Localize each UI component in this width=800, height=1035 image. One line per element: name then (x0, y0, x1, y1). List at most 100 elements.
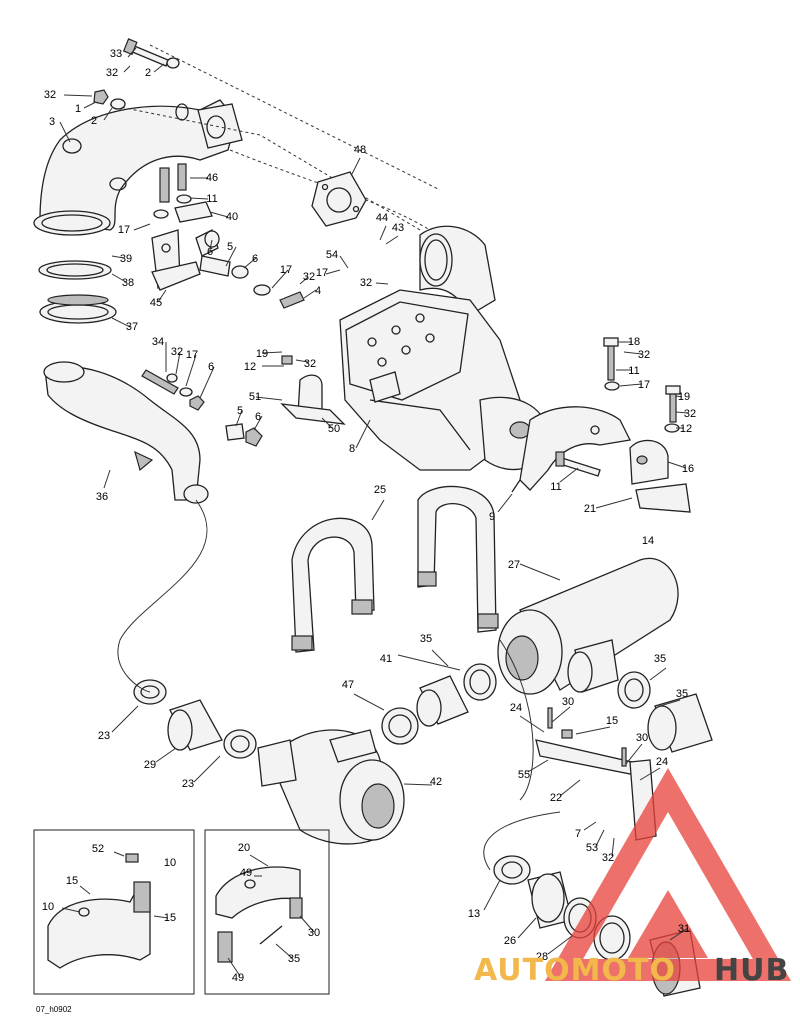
callout-label: 10 (42, 901, 54, 913)
callout-leader (61, 907, 81, 913)
callout-label: 11 (550, 481, 561, 493)
callout-label: 23 (98, 730, 110, 742)
gasket-48 (311, 171, 367, 227)
callout-leader (209, 211, 229, 218)
clamp-35b (381, 707, 419, 745)
clamp-23b (223, 729, 257, 759)
bolt-11 (555, 451, 601, 477)
callout-leader (519, 563, 561, 581)
mount-16 (629, 439, 691, 513)
watermark-text-accent: AUTOMOTO (474, 953, 676, 988)
callout-leader (649, 667, 667, 681)
callout-leader (103, 469, 111, 489)
clamp-35c (617, 671, 651, 709)
engine-mount-51 (280, 355, 346, 425)
callout-leader (371, 499, 385, 521)
callout-leader (111, 317, 131, 328)
exhaust-elbow (419, 225, 496, 316)
callout-label: 38 (122, 277, 134, 289)
watermark-text-hub: HUB (714, 953, 789, 988)
callout-leader (299, 276, 309, 285)
pipe-41 (416, 675, 469, 727)
callout-leader (355, 419, 371, 449)
callout-label: 32 (106, 67, 118, 79)
callout-label: 8 (349, 443, 355, 455)
callout-label: 32 (638, 349, 650, 361)
callout-leader (225, 246, 237, 267)
callout-leader (403, 783, 433, 786)
callout-label: 32 (684, 408, 696, 420)
callout-label: 31 (678, 923, 690, 935)
callout-label: 35 (288, 953, 300, 965)
callout-label: 15 (164, 912, 176, 924)
callout-label: 17 (638, 379, 650, 391)
callout-label: 29 (144, 759, 156, 771)
callout-label: 32 (602, 852, 614, 864)
exhaust-manifold (33, 99, 243, 236)
pipe-47 (647, 693, 713, 753)
callout-label: 6 (208, 361, 214, 373)
callout-leader (559, 467, 579, 483)
gasket-38 (38, 260, 112, 280)
callout-label: 35 (420, 633, 432, 645)
callout-label: 18 (628, 336, 640, 348)
callout-leader (63, 94, 93, 97)
callout-label: 11 (628, 365, 639, 377)
spacer-5-6 (195, 229, 305, 309)
engine-block (339, 289, 549, 471)
callout-leader (547, 935, 573, 955)
callout-label: 44 (376, 212, 388, 224)
callout-label: 19 (256, 348, 268, 360)
callout-label: 48 (354, 144, 366, 156)
callout-label: 34 (152, 336, 164, 348)
callout-leader (397, 654, 461, 671)
callout-label: 6 (252, 253, 258, 265)
callout-leader (517, 917, 537, 939)
bolt-19 (664, 385, 681, 433)
callout-label: 12 (680, 423, 692, 435)
callout-label: 51 (249, 391, 261, 403)
callout-leader (111, 273, 127, 283)
callout-label: 47 (342, 679, 354, 691)
callout-label: 21 (584, 503, 596, 515)
callout-leader (249, 854, 269, 867)
callout-label: 46 (206, 172, 218, 184)
callout-leader (659, 699, 681, 707)
callout-label: 19 (678, 391, 690, 403)
callout-label: 22 (550, 792, 562, 804)
callout-label: 24 (510, 702, 522, 714)
callout-label: 20 (238, 842, 250, 854)
callout-label: 17 (186, 349, 198, 361)
callout-leader (209, 239, 213, 251)
callout-leader (79, 885, 91, 895)
muffler-42 (257, 729, 405, 845)
callout-leader (375, 282, 389, 285)
callout-label: 52 (92, 843, 104, 855)
callout-label: 23 (182, 778, 194, 790)
callout-leader (133, 223, 151, 231)
callout-leader (351, 157, 361, 175)
tip-28 (593, 915, 631, 961)
callout-label: 37 (126, 321, 138, 333)
callout-label: 55 (518, 769, 530, 781)
callout-leader (59, 121, 71, 143)
callout-label: 9 (489, 511, 495, 523)
callout-label: 12 (244, 361, 256, 373)
clamp-35-lower (493, 855, 531, 885)
callout-leader (243, 257, 257, 269)
callout-label: 42 (430, 776, 442, 788)
muffler-27 (497, 557, 679, 695)
callout-leader (667, 461, 687, 469)
callout-label: 6 (255, 411, 261, 423)
callout-label: 32 (303, 271, 315, 283)
callout-label: 35 (676, 688, 688, 700)
callout-label: 28 (536, 951, 548, 963)
callout-label: 15 (606, 715, 618, 727)
callout-leader (253, 415, 263, 431)
callout-label: 1 (75, 103, 81, 115)
callout-leader (127, 47, 137, 58)
callout-label: 24 (656, 756, 668, 768)
callout-label: 35 (654, 653, 666, 665)
callout-label: 2 (91, 115, 97, 127)
